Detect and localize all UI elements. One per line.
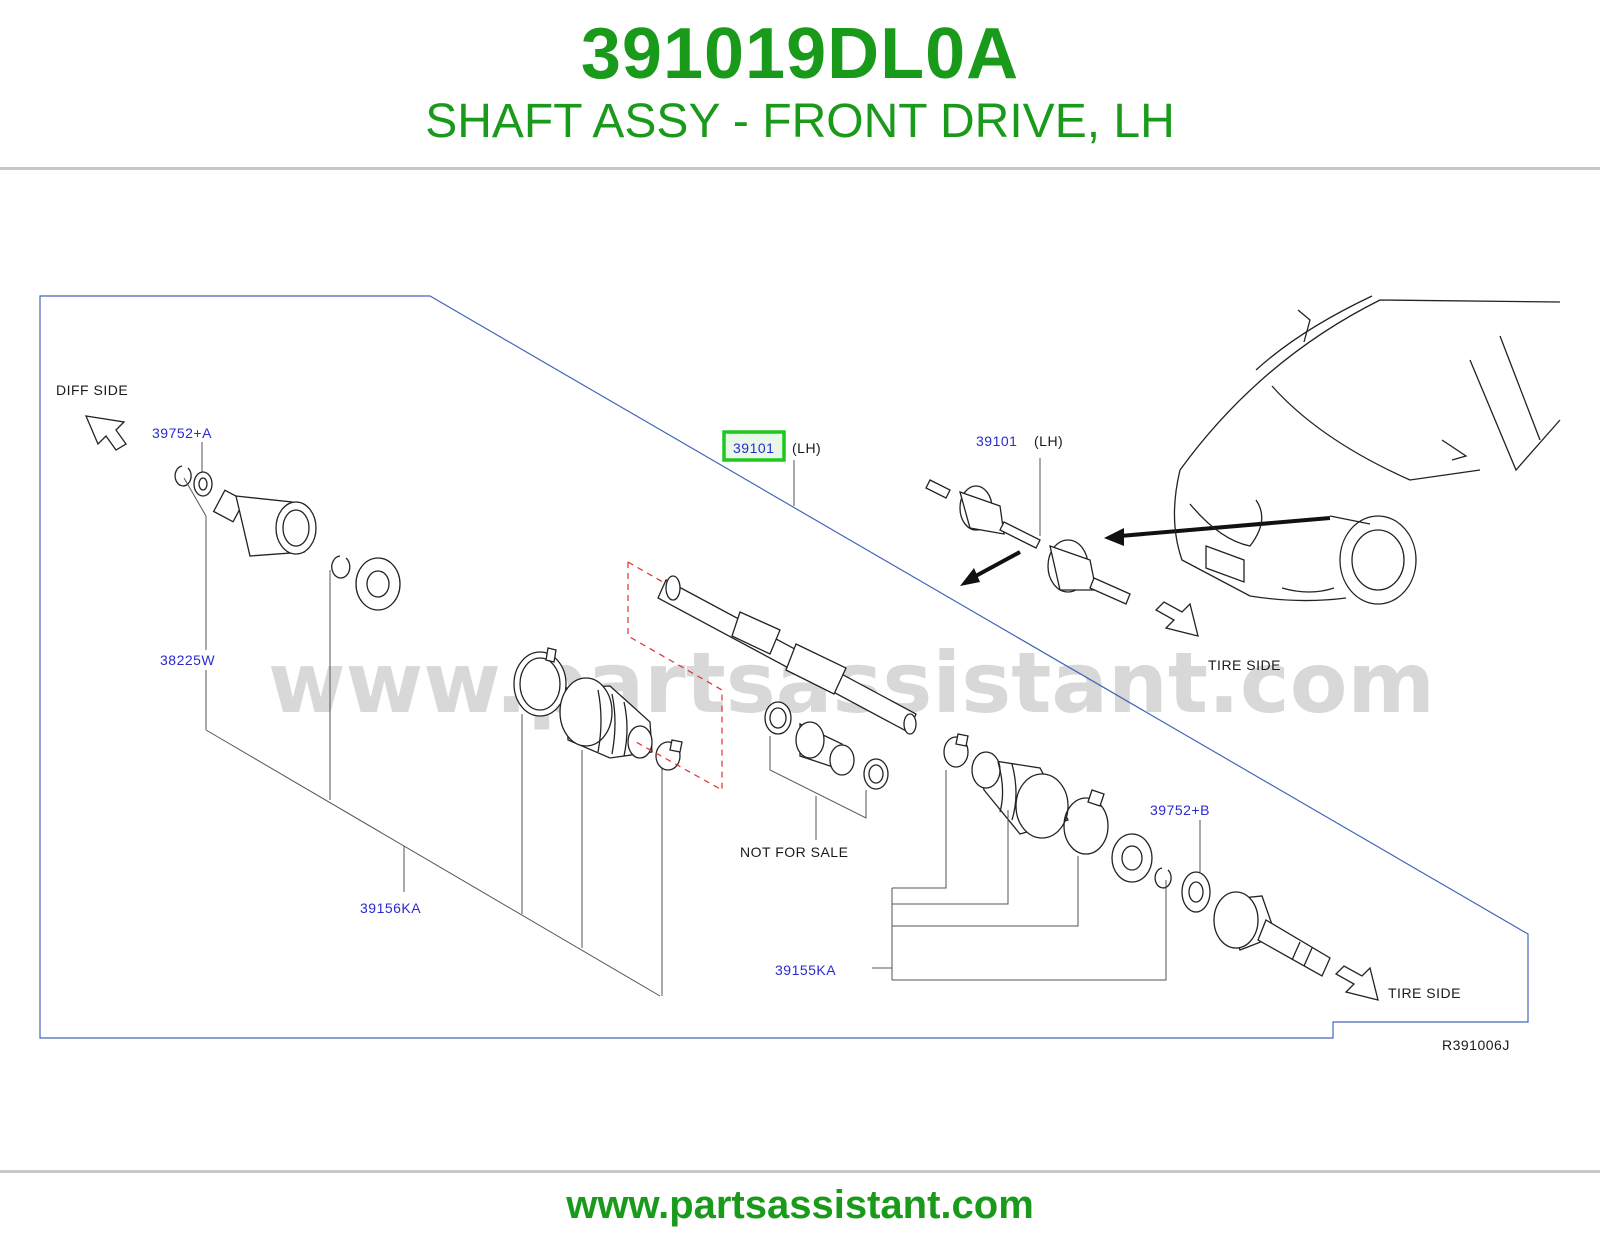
tire-side-arrow-lower-icon bbox=[1334, 965, 1379, 1001]
diagram-frame bbox=[39, 295, 1529, 1039]
boot-clamp-small-left bbox=[655, 739, 683, 771]
inset-arrow-left-icon bbox=[960, 550, 1021, 586]
boot-clamp-large-left bbox=[513, 647, 567, 717]
tripod-bearing bbox=[355, 557, 401, 611]
callout-39101-main-suffix: (LH) bbox=[792, 440, 821, 456]
callout-39155ka[interactable]: 39155KA bbox=[775, 962, 836, 978]
reference-code: R391006J bbox=[1442, 1037, 1510, 1053]
callout-39101-main[interactable]: 39101 bbox=[733, 440, 774, 456]
callout-39101-inset[interactable]: 39101 bbox=[976, 433, 1017, 449]
vehicle-illustration bbox=[1173, 295, 1561, 605]
inboard-joint-housing bbox=[212, 489, 317, 557]
outboard-joint bbox=[1213, 891, 1331, 977]
washer-right bbox=[1181, 871, 1211, 913]
tire-side-label-lower: TIRE SIDE bbox=[1388, 985, 1461, 1001]
circlip-right bbox=[1154, 867, 1172, 889]
part-number-title: 391019DL0A bbox=[580, 14, 1020, 94]
inset-shaft-assembly bbox=[925, 479, 1131, 605]
diff-side-arrow-icon bbox=[84, 415, 127, 451]
drive-shaft bbox=[657, 575, 917, 735]
callout-39752a[interactable]: 39752+A bbox=[152, 425, 212, 441]
part-description: SHAFT ASSY - FRONT DRIVE, LH bbox=[425, 95, 1175, 148]
circlip-left bbox=[331, 555, 351, 579]
callout-39101-inset-suffix: (LH) bbox=[1034, 433, 1063, 449]
not-for-sale-label: NOT FOR SALE bbox=[740, 844, 848, 860]
diff-side-label: DIFF SIDE bbox=[56, 382, 128, 398]
callout-38225w[interactable]: 38225W bbox=[160, 652, 215, 668]
inset-arrow-car-icon bbox=[1104, 516, 1331, 546]
outboard-bearing bbox=[1111, 833, 1153, 883]
footer-website-link[interactable]: www.partsassistant.com bbox=[566, 1183, 1034, 1227]
tire-side-arrow-upper-icon bbox=[1154, 601, 1199, 637]
callout-39156ka[interactable]: 39156KA bbox=[360, 900, 421, 916]
washer-left bbox=[193, 471, 213, 497]
tire-side-label-upper: TIRE SIDE bbox=[1208, 657, 1281, 673]
footer-divider bbox=[0, 1170, 1600, 1173]
snap-ring-left bbox=[174, 465, 192, 487]
highlight-box-39101 bbox=[722, 430, 786, 462]
header-divider bbox=[0, 167, 1600, 170]
boot-clamp-large-right bbox=[1063, 789, 1109, 855]
damper-ring-left bbox=[764, 701, 792, 735]
inboard-boot bbox=[559, 677, 653, 759]
outboard-boot bbox=[971, 751, 1069, 839]
page-header: 391019DL0A SHAFT ASSY - FRONT DRIVE, LH bbox=[0, 0, 1600, 170]
callout-39752b[interactable]: 39752+B bbox=[1150, 802, 1210, 818]
damper-ring-right bbox=[863, 758, 889, 790]
boot-clamp-small-right bbox=[943, 733, 969, 768]
dynamic-damper bbox=[795, 721, 855, 776]
